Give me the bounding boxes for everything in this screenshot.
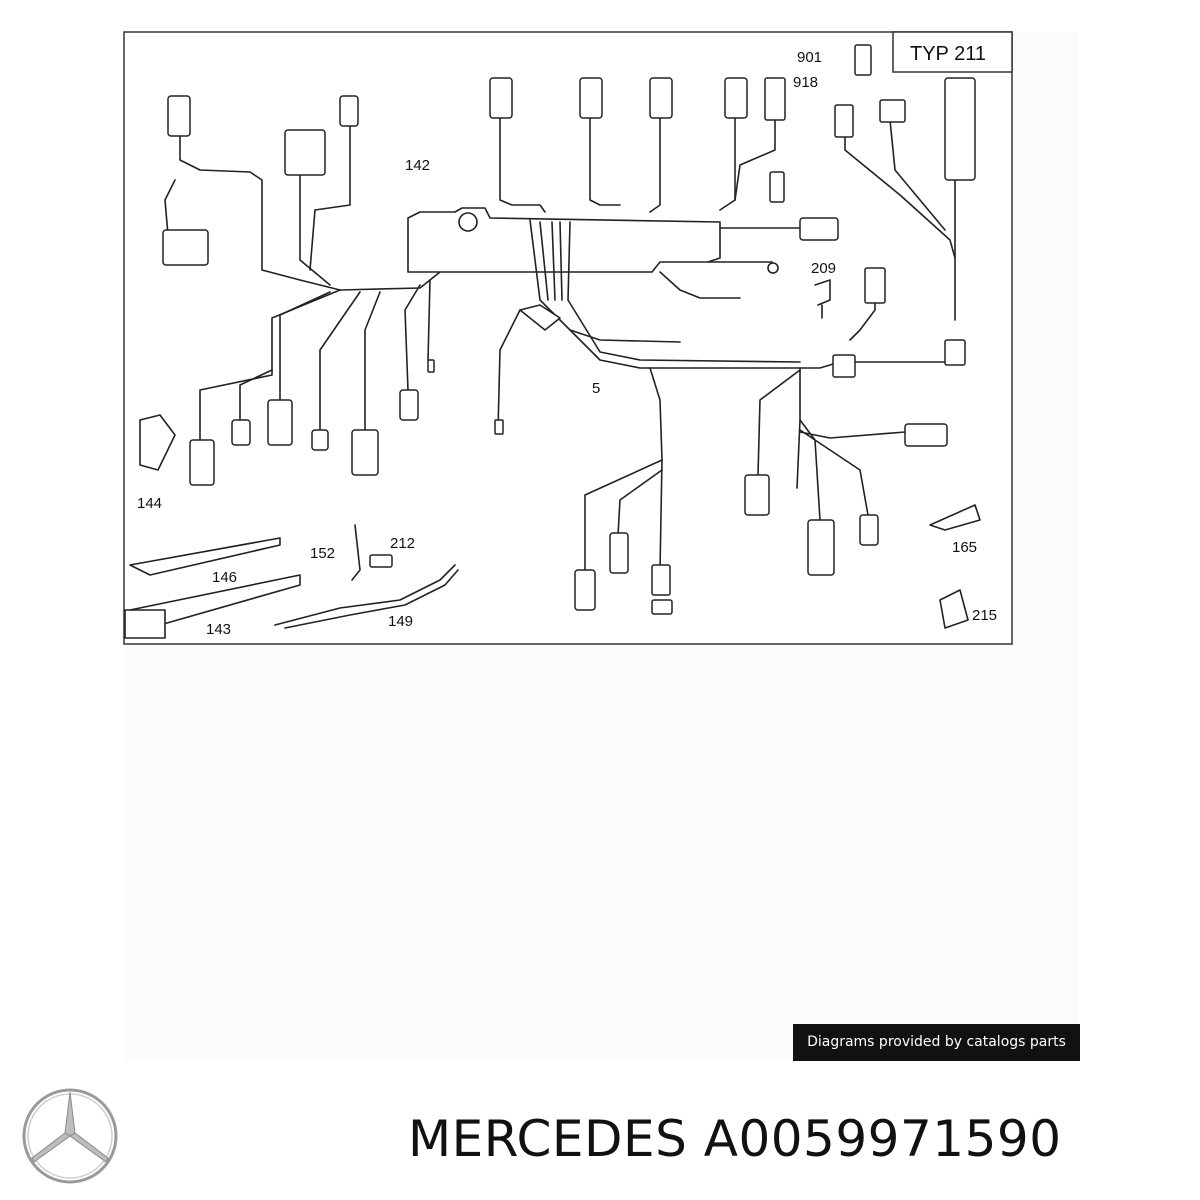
diagram-credit-badge: Diagrams provided by catalogs parts	[793, 1024, 1080, 1061]
type-label: TYP 211	[910, 43, 986, 65]
part-labels: 142 901 918 209 5 144 146 143 152 212 14…	[137, 49, 997, 638]
brand-name: MERCEDES	[408, 1110, 688, 1168]
part-number: A0059971590	[703, 1110, 1062, 1168]
label-165: 165	[952, 539, 977, 556]
label-5: 5	[592, 380, 600, 397]
connector-blocks	[162, 44, 976, 615]
label-142: 142	[405, 157, 430, 174]
type-box	[892, 31, 1013, 73]
label-146: 146	[212, 569, 237, 586]
mercedes-star-logo-icon	[22, 1088, 118, 1184]
label-149: 149	[388, 613, 413, 630]
label-918: 918	[793, 74, 818, 91]
label-212: 212	[390, 535, 415, 552]
label-901: 901	[797, 49, 822, 66]
label-144: 144	[137, 495, 162, 512]
label-143: 143	[206, 621, 231, 638]
wiring-harness	[124, 117, 981, 639]
label-215: 215	[972, 607, 997, 624]
label-152: 152	[310, 545, 335, 562]
diagram-frame	[123, 31, 1013, 645]
product-title: MERCEDES A0059971590	[408, 1110, 1188, 1168]
label-209: 209	[811, 260, 836, 277]
